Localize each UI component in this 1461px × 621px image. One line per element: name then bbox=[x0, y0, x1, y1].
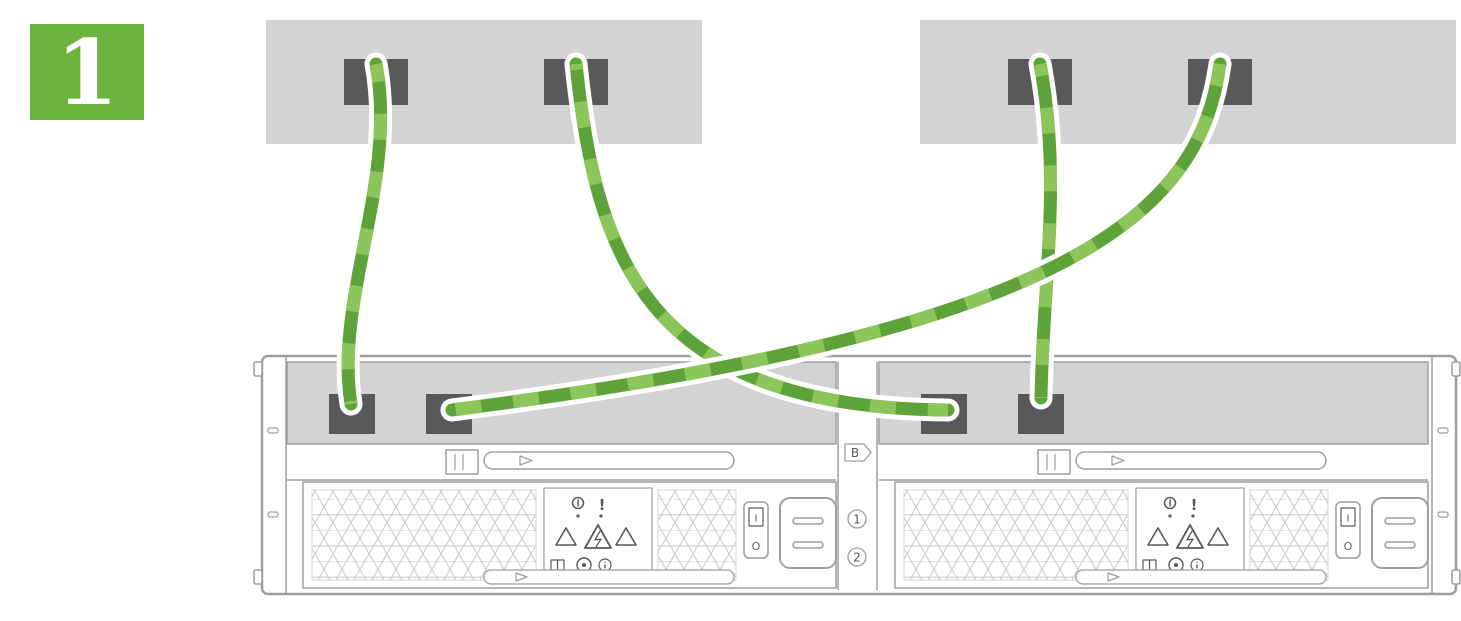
controller-a-cam-handle bbox=[483, 451, 735, 470]
host-1 bbox=[266, 20, 702, 144]
psu-2-warning-label: ! bbox=[1135, 487, 1245, 583]
psu-2: ! I O bbox=[894, 481, 1429, 589]
inlet-slot bbox=[792, 517, 824, 525]
cable-stripes bbox=[451, 63, 1227, 417]
warning-triangle-icon bbox=[555, 527, 577, 546]
controller-b-cam-handle bbox=[1075, 451, 1327, 470]
cable-host1-port1-to-controllerA-port1 bbox=[336, 52, 393, 416]
power-icon bbox=[1163, 496, 1177, 510]
controller-a bbox=[286, 361, 837, 481]
psu-1-warning-label: ! bbox=[543, 487, 653, 583]
cable-stripes bbox=[341, 62, 388, 406]
host-1-body bbox=[266, 20, 702, 144]
controller-b-panel bbox=[878, 361, 1429, 445]
alert-mark: ! bbox=[599, 496, 606, 514]
controller-b-tag-label: B bbox=[851, 446, 859, 460]
screw-slot bbox=[267, 427, 279, 434]
psu-indicator-ring bbox=[847, 509, 867, 529]
warning-triangle-icon bbox=[1147, 527, 1169, 546]
power-switch-rocker bbox=[1340, 507, 1356, 527]
cable-stripes bbox=[1033, 62, 1058, 399]
left-mounting-ear bbox=[253, 357, 287, 593]
psu-2-power-switch: I O bbox=[1335, 501, 1361, 559]
ear-top-tab bbox=[1451, 361, 1461, 377]
cable-host1-port2-to-controllerB-port1 bbox=[564, 52, 960, 422]
psu-2-power-inlet bbox=[1371, 497, 1429, 569]
led-dot bbox=[599, 514, 603, 518]
psu-indicator-2: 2 bbox=[847, 547, 867, 567]
screw-slot bbox=[1437, 427, 1449, 434]
step-badge: 1 bbox=[30, 20, 144, 126]
cable-host2-port2-to-controllerA-port2 bbox=[440, 52, 1232, 422]
service-icon-dot bbox=[582, 563, 586, 567]
ear-top-tab bbox=[253, 361, 263, 377]
switch-off-mark: O bbox=[752, 540, 761, 553]
warning-triangle-icon bbox=[1207, 527, 1229, 546]
cable-host2-port1-to-controllerB-port2 bbox=[1028, 52, 1063, 410]
led-dot bbox=[1168, 514, 1172, 518]
power-icon bbox=[571, 496, 585, 510]
service-icon-dot bbox=[1174, 563, 1178, 567]
led-dot bbox=[1191, 514, 1195, 518]
power-switch-bezel bbox=[743, 501, 769, 559]
step-badge-background bbox=[30, 24, 144, 120]
inlet-outline bbox=[779, 497, 837, 569]
lightning-icon bbox=[594, 530, 602, 548]
warning-triangle-icon bbox=[615, 527, 637, 546]
cable-stripes bbox=[569, 63, 949, 417]
psu-1-power-inlet bbox=[779, 497, 837, 569]
switch-off-mark: O bbox=[1344, 540, 1353, 553]
power-switch-rocker bbox=[748, 507, 764, 527]
electrical-warning-icon bbox=[1176, 524, 1204, 549]
psu-1-handle bbox=[483, 569, 735, 585]
controller-b-tag bbox=[844, 443, 872, 462]
psu-2-vent-grille-right bbox=[1249, 489, 1329, 581]
alert-mark: ! bbox=[1191, 496, 1198, 514]
release-arrow-icon bbox=[1107, 572, 1120, 582]
switch-on-mark: I bbox=[1347, 514, 1350, 525]
psu-indicator-ring bbox=[847, 547, 867, 567]
psu-2-handle bbox=[1075, 569, 1327, 585]
psu-1: ! I O bbox=[302, 481, 837, 589]
psu-indicator-label: 2 bbox=[853, 551, 861, 565]
host-2 bbox=[920, 20, 1456, 144]
screw-slot bbox=[1437, 511, 1449, 518]
electrical-warning-icon bbox=[584, 524, 612, 549]
release-arrow-icon bbox=[515, 572, 528, 582]
release-arrow-icon bbox=[1111, 455, 1125, 466]
inlet-slot bbox=[792, 541, 824, 549]
power-switch-bezel bbox=[1335, 501, 1361, 559]
step-number: 1 bbox=[56, 20, 119, 126]
led-dot bbox=[576, 514, 580, 518]
lightning-icon bbox=[1186, 530, 1194, 548]
inlet-outline bbox=[1371, 497, 1429, 569]
storage-enclosure: B 1 2 ! bbox=[253, 354, 1461, 596]
release-arrow-icon bbox=[519, 455, 533, 466]
inlet-slot bbox=[1384, 517, 1416, 525]
ear-bottom-tab bbox=[1451, 569, 1461, 585]
controller-b bbox=[878, 361, 1429, 481]
psu-indicator-label: 1 bbox=[853, 513, 861, 527]
inlet-slot bbox=[1384, 541, 1416, 549]
psu-2-vent-grille-left bbox=[903, 489, 1129, 581]
ear-bottom-tab bbox=[253, 569, 263, 585]
switch-on-mark: I bbox=[755, 514, 758, 525]
psu-1-vent-grille-left bbox=[311, 489, 537, 581]
psu-1-vent-grille-right bbox=[657, 489, 737, 581]
psu-indicator-1: 1 bbox=[847, 509, 867, 529]
right-mounting-ear bbox=[1431, 357, 1461, 593]
controller-a-latch bbox=[445, 449, 479, 475]
controller-b-latch bbox=[1037, 449, 1071, 475]
screw-slot bbox=[267, 511, 279, 518]
psu-1-power-switch: I O bbox=[743, 501, 769, 559]
